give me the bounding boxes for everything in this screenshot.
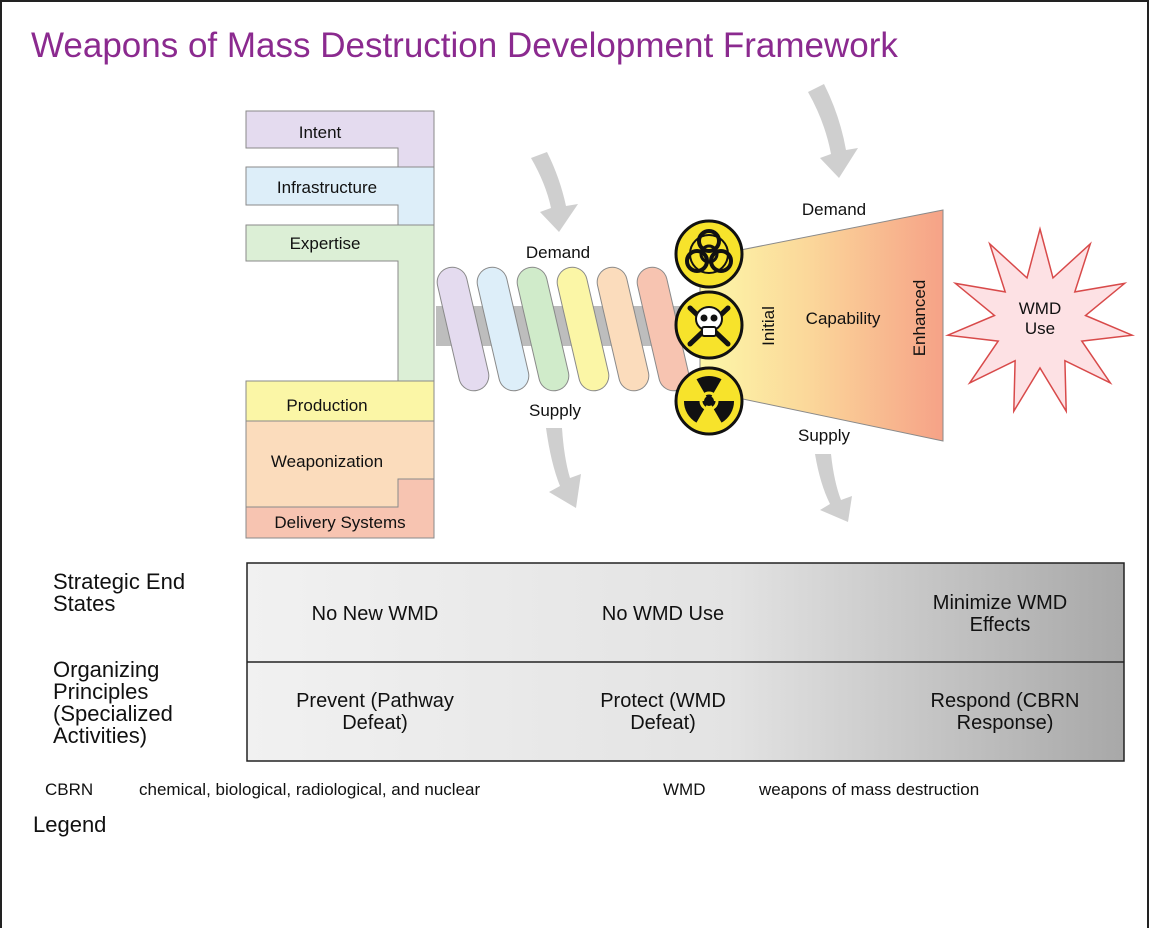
legend-abbr-cbrn: CBRN (45, 780, 94, 799)
radiation-icon (674, 366, 744, 436)
coil (436, 266, 690, 392)
cell-minimize-wmd-effects: Minimize WMD Effects (932, 592, 1068, 636)
block-intent: Intent (245, 110, 435, 168)
funnel-supply-arrow (815, 454, 852, 522)
funnel-initial-label: Initial (759, 306, 778, 346)
funnel-demand-arrow (808, 84, 858, 178)
cell-protect: Protect (WMD Defeat) (600, 690, 726, 734)
block-label-infrastructure: Infrastructure (277, 178, 377, 197)
block-delivery-systems: Delivery Systems (245, 478, 435, 539)
funnel-supply-label: Supply (798, 426, 850, 445)
funnel-enhanced-label: Enhanced (910, 280, 929, 357)
funnel-capability-label: Capability (806, 309, 881, 328)
cell-no-wmd-use: No WMD Use (601, 603, 725, 625)
funnel-demand-label: Demand (802, 200, 866, 219)
coil-supply-label: Supply (529, 401, 581, 420)
block-label-delivery-systems: Delivery Systems (274, 513, 405, 532)
legend-title: Legend (33, 812, 107, 837)
row-label-end-states: Strategic End States (53, 569, 186, 616)
coil-loop-3 (516, 266, 570, 392)
framework-diagram: Delivery Systems Weaponization Productio… (245, 84, 1136, 539)
coil-loop-5 (596, 266, 650, 392)
coil-loop-2 (476, 266, 530, 392)
coil-loop-1 (436, 266, 490, 392)
legend-abbr-wmd: WMD (663, 780, 706, 799)
block-label-weaponization: Weaponization (271, 452, 383, 471)
biohazard-icon (674, 219, 744, 289)
cell-respond: Respond (CBRN Response) (930, 690, 1080, 734)
coil-supply-arrow (546, 428, 581, 508)
coil-demand-label: Demand (526, 243, 590, 262)
burst-label-line1: WMD (1019, 299, 1061, 318)
coil-loop-4 (556, 266, 610, 392)
legend-def-wmd: weapons of mass destruction (759, 780, 980, 799)
burst-label-line2: Use (1025, 319, 1055, 338)
coil-demand-arrow (531, 152, 578, 232)
cell-no-new-wmd: No New WMD (311, 603, 439, 625)
block-label-expertise: Expertise (290, 234, 361, 253)
legend-def-cbrn: chemical, biological, radiological, and … (139, 780, 481, 799)
block-label-production: Production (286, 396, 367, 415)
cell-prevent: Prevent (Pathway Defeat) (296, 690, 454, 734)
page-title: Weapons of Mass Destruction Development … (31, 26, 898, 65)
block-label-intent: Intent (299, 123, 342, 142)
wmd-use-burst (944, 226, 1136, 415)
skull-crossbones-icon (674, 290, 744, 360)
row-label-principles: Organizing Principles (Specialized Activ… (53, 657, 173, 748)
